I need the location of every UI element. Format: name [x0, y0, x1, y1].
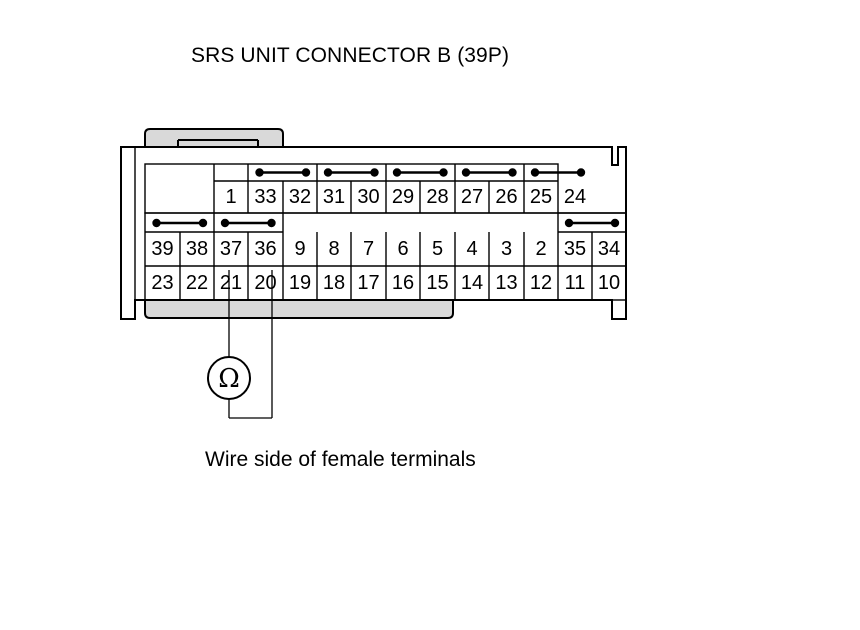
- pin-r3-14: 14: [461, 272, 483, 294]
- pin-r1-29: 29: [392, 186, 414, 208]
- pin-r2-36: 36: [254, 238, 276, 260]
- pin-r3-16: 16: [392, 272, 414, 294]
- pin-r3-20: 20: [254, 272, 276, 294]
- pin-r3-13: 13: [495, 272, 517, 294]
- pin-r3-17: 17: [357, 272, 379, 294]
- pin-r3-10: 10: [598, 272, 620, 294]
- diagram-title: SRS UNIT CONNECTOR B (39P): [191, 44, 510, 67]
- pin-r1-1: 1: [225, 186, 236, 208]
- terminal-grid: [144, 163, 627, 301]
- ohmmeter-icon: [207, 356, 251, 400]
- pin-r1-33: 33: [254, 186, 276, 208]
- pin-r3-18: 18: [323, 272, 345, 294]
- pin-r2-37: 37: [220, 238, 242, 260]
- pin-r2-38: 38: [186, 238, 208, 260]
- pin-r1-28: 28: [426, 186, 448, 208]
- top-latch: [144, 128, 284, 147]
- pin-r2-9: 9: [294, 238, 305, 260]
- pin-r1-25: 25: [530, 186, 552, 208]
- connector-housing: [120, 128, 627, 320]
- pin-r1-30: 30: [357, 186, 379, 208]
- pin-r3-11: 11: [565, 272, 586, 294]
- pin-r2-4: 4: [466, 238, 477, 260]
- shorting-bar-27-26: [461, 168, 517, 177]
- connector-body: [120, 146, 627, 320]
- pin-r2-7: 7: [363, 238, 374, 260]
- pin-r1-31: 31: [323, 186, 345, 208]
- pin-r1-24: 24: [564, 186, 586, 208]
- pin-r2-6: 6: [397, 238, 408, 260]
- bottom-lock-tab: [144, 300, 454, 319]
- pin-r3-22: 22: [186, 272, 208, 294]
- diagram-caption: Wire side of female terminals: [205, 448, 476, 471]
- pin-r3-21: 21: [220, 272, 242, 294]
- pin-r2-5: 5: [432, 238, 443, 260]
- pin-r2-39: 39: [151, 238, 173, 260]
- ohmmeter-leads: [228, 270, 273, 419]
- ohm-symbol: Ω: [218, 364, 240, 394]
- pin-r3-19: 19: [289, 272, 311, 294]
- shorting-bar-33-32: [255, 168, 311, 177]
- shorting-bar-25-24: [530, 168, 586, 177]
- pin-r3-12: 12: [530, 272, 552, 294]
- shorting-bar-37-36: [220, 218, 276, 228]
- pin-r2-8: 8: [328, 238, 339, 260]
- shorting-bars: [152, 168, 620, 228]
- pin-r1-27: 27: [461, 186, 483, 208]
- pin-r2-34: 34: [598, 238, 620, 260]
- shorting-bar-35-34: [564, 218, 620, 228]
- pin-r3-23: 23: [151, 272, 173, 294]
- pin-r2-2: 2: [535, 238, 546, 260]
- pin-r1-26: 26: [495, 186, 517, 208]
- pin-r3-15: 15: [426, 272, 448, 294]
- shorting-bar-39-38: [152, 218, 208, 228]
- pin-r2-35: 35: [564, 238, 586, 260]
- pin-r1-32: 32: [289, 186, 311, 208]
- shorting-bar-31-30: [323, 168, 379, 177]
- pin-r2-3: 3: [501, 238, 512, 260]
- shorting-bar-29-28: [392, 168, 448, 177]
